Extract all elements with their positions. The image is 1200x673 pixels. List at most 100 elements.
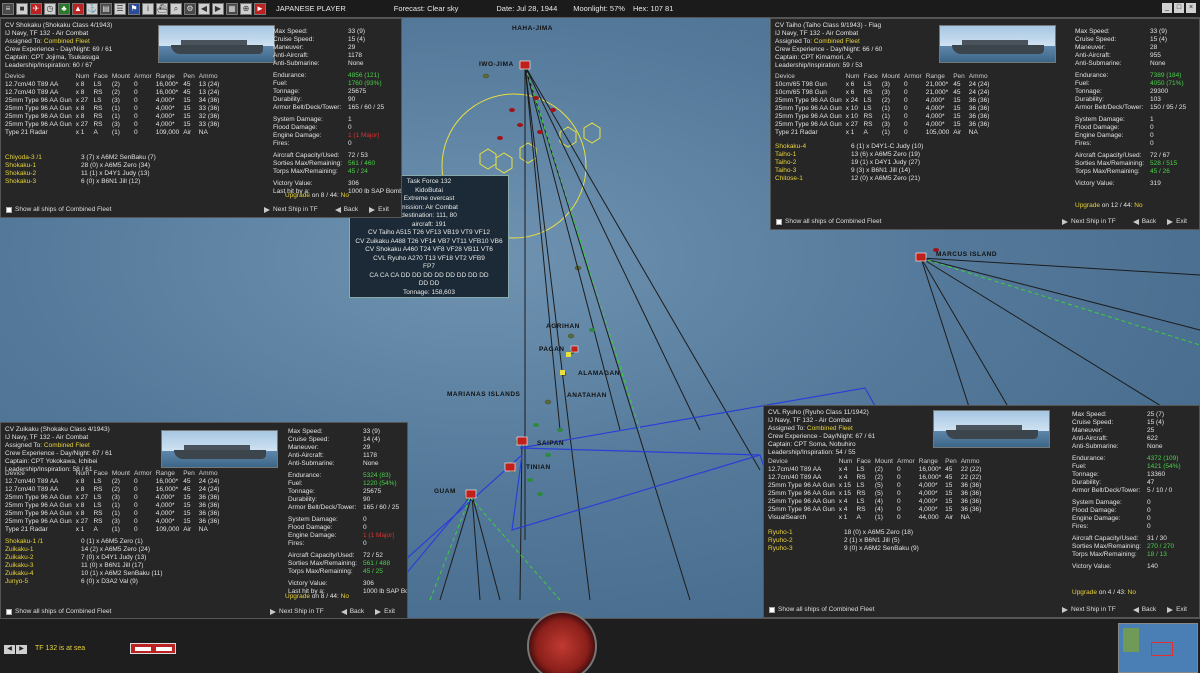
menu-icon[interactable]: ≡ bbox=[2, 2, 14, 15]
prev-icon[interactable]: ◀ bbox=[198, 2, 210, 15]
next-ship-icon[interactable] bbox=[1062, 219, 1069, 225]
back-button[interactable]: Back bbox=[1141, 606, 1157, 613]
air-group-name[interactable]: Shokaku-4 bbox=[775, 143, 807, 150]
upgrade-link[interactable]: Upgrade bbox=[1072, 589, 1097, 596]
zoom-icon[interactable]: ⊕ bbox=[240, 2, 252, 15]
search-icon[interactable]: ⌕ bbox=[170, 2, 182, 15]
back-button[interactable]: Back bbox=[343, 206, 359, 213]
exit-button[interactable]: Exit bbox=[378, 206, 389, 213]
airfield-icon[interactable]: ✈ bbox=[30, 2, 42, 15]
next-ship-button[interactable]: Next Ship in TF bbox=[273, 206, 318, 213]
forward-arrow-icon[interactable]: ▶ bbox=[16, 645, 27, 654]
maximize-icon[interactable]: □ bbox=[1174, 3, 1184, 13]
flag-icon[interactable]: ⚑ bbox=[128, 2, 140, 15]
upgrade-link[interactable]: Upgrade bbox=[1075, 202, 1100, 209]
clock-icon[interactable]: ◷ bbox=[44, 2, 56, 15]
exit-button[interactable]: Exit bbox=[1176, 218, 1187, 225]
air-group-name[interactable]: Zuikaku-4 bbox=[5, 570, 34, 577]
close-icon[interactable]: × bbox=[1186, 3, 1196, 13]
exit-icon[interactable] bbox=[369, 207, 376, 213]
air-group-name[interactable]: Taiho-2 bbox=[775, 159, 797, 166]
show-all-checkbox[interactable] bbox=[776, 219, 782, 225]
air-group-name[interactable]: Chiyoda-3 /1 bbox=[5, 154, 42, 161]
back-icon[interactable] bbox=[1132, 219, 1139, 225]
upgrade-link[interactable]: Upgrade bbox=[285, 593, 310, 600]
back-icon[interactable] bbox=[1132, 607, 1139, 613]
air-group-name[interactable]: Ryuho-1 bbox=[768, 529, 793, 536]
back-icon[interactable] bbox=[334, 207, 341, 213]
end-turn-icon[interactable]: ► bbox=[254, 2, 266, 15]
show-all-label[interactable]: Show all ships of Combined Fleet bbox=[15, 608, 112, 615]
gear-icon[interactable]: ⚙ bbox=[184, 2, 196, 15]
air-group-name[interactable]: Ryuho-2 bbox=[768, 537, 793, 544]
ship-icon[interactable]: ⛴ bbox=[156, 2, 168, 15]
base-icon[interactable]: ▲ bbox=[72, 2, 84, 15]
exit-button[interactable]: Exit bbox=[384, 608, 395, 615]
next-ship-icon[interactable] bbox=[264, 207, 271, 213]
air-group-name[interactable]: Zuikaku-2 bbox=[5, 554, 34, 561]
list-icon[interactable]: ☰ bbox=[114, 2, 126, 15]
next-icon[interactable]: ▶ bbox=[212, 2, 224, 15]
back-button[interactable]: Back bbox=[1141, 218, 1157, 225]
next-ship-icon[interactable] bbox=[1062, 607, 1069, 613]
show-all-checkbox[interactable] bbox=[6, 609, 12, 615]
show-all-checkbox[interactable] bbox=[769, 607, 775, 613]
minimize-icon[interactable]: _ bbox=[1162, 3, 1172, 13]
save-icon[interactable]: ■ bbox=[16, 2, 28, 15]
next-ship-button[interactable]: Next Ship in TF bbox=[1071, 606, 1116, 613]
task-force-ships-icon[interactable] bbox=[130, 643, 176, 654]
next-ship-icon[interactable] bbox=[270, 609, 277, 615]
show-all-label[interactable]: Show all ships of Combined Fleet bbox=[778, 606, 875, 613]
grid-icon[interactable]: ▦ bbox=[226, 2, 238, 15]
air-group-name[interactable]: Shokaku-1 bbox=[5, 162, 37, 169]
back-button[interactable]: Back bbox=[349, 608, 365, 615]
back-arrow-icon[interactable]: ◀ bbox=[4, 645, 15, 654]
show-all-checkbox[interactable] bbox=[6, 207, 12, 213]
ground-icon[interactable]: ♣ bbox=[58, 2, 70, 15]
end-turn-disk-icon[interactable] bbox=[527, 611, 597, 673]
exit-icon[interactable] bbox=[1167, 607, 1174, 613]
air-group-name[interactable]: Shokaku-3 bbox=[5, 178, 37, 185]
air-group-name[interactable]: Ryuho-3 bbox=[768, 545, 793, 552]
back-icon[interactable] bbox=[340, 609, 347, 615]
next-ship-button[interactable]: Next Ship in TF bbox=[1071, 218, 1116, 225]
air-group-name[interactable]: Taiho-3 bbox=[775, 167, 797, 174]
show-all-label[interactable]: Show all ships of Combined Fleet bbox=[15, 206, 112, 213]
